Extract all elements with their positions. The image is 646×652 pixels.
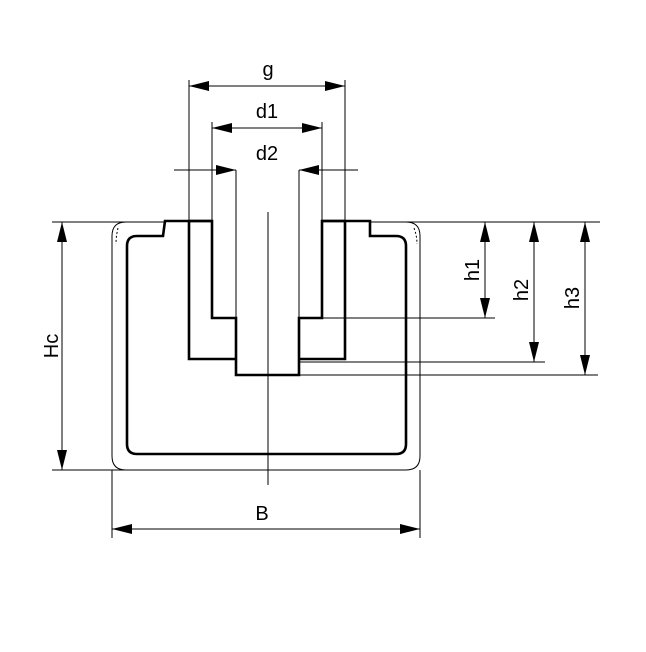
dimension-g: g — [189, 59, 345, 91]
extension-lines — [52, 80, 600, 538]
label-d1: d1 — [256, 101, 278, 123]
dimension-hc: Hc — [41, 222, 67, 470]
dimension-h1: h1 — [462, 222, 490, 318]
label-b: B — [255, 503, 268, 525]
slot-insert — [187, 221, 347, 361]
dimension-h2: h2 — [511, 222, 539, 362]
dimension-b: B — [112, 503, 420, 534]
dimension-h3: h3 — [562, 222, 590, 375]
dimension-d1: d1 — [212, 101, 322, 133]
guide-profile — [125, 219, 408, 456]
dimension-d2: d2 — [174, 143, 358, 175]
label-g: g — [262, 59, 273, 81]
label-h3: h3 — [562, 287, 584, 309]
outer-profile — [111, 221, 421, 471]
label-h2: h2 — [511, 279, 533, 301]
label-hc: Hc — [41, 334, 63, 358]
label-h1: h1 — [462, 259, 484, 281]
label-d2: d2 — [256, 143, 278, 165]
